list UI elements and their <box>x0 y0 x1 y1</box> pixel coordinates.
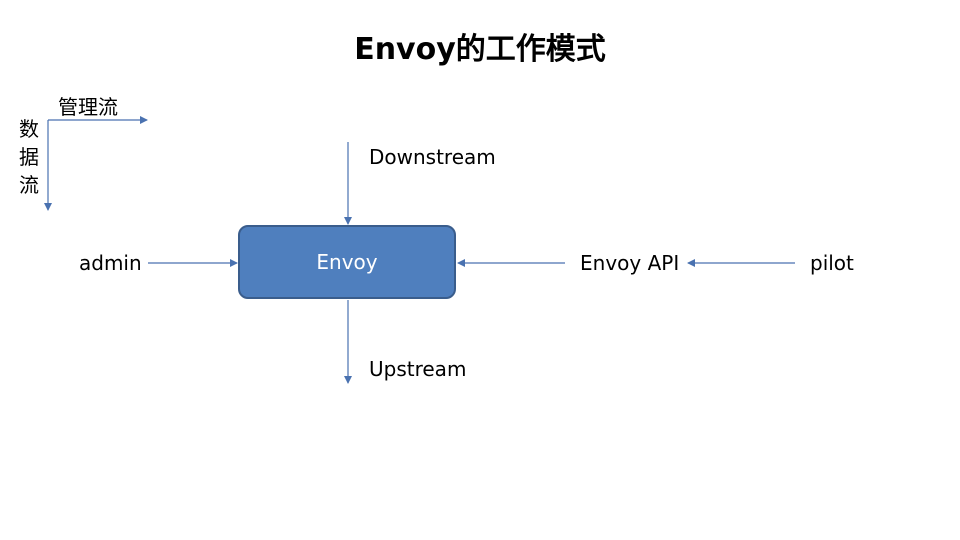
envoy-node: Envoy <box>238 225 456 299</box>
downstream-label: Downstream <box>369 145 496 169</box>
envoy-node-label: Envoy <box>316 250 378 274</box>
admin-label: admin <box>79 251 142 275</box>
legend-data-label: 数据流 <box>19 117 39 197</box>
upstream-label: Upstream <box>369 357 467 381</box>
envoy-api-label: Envoy API <box>580 251 680 275</box>
pilot-label: pilot <box>810 251 854 275</box>
legend-management-label: 管理流 <box>58 95 118 119</box>
slide-title: Envoy的工作模式 <box>354 32 606 67</box>
